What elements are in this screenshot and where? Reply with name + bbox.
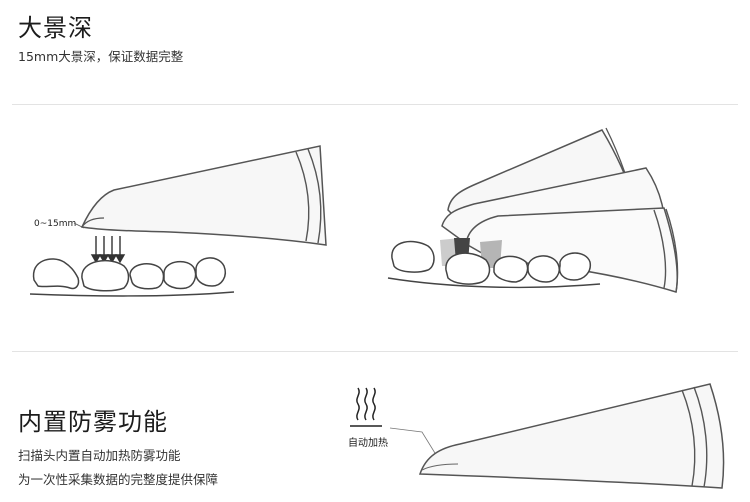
antifog-diagram: 自动加热 (348, 383, 725, 489)
depth-of-field-diagram: 0~15mm (29, 145, 327, 297)
teeth-row (32, 257, 226, 292)
heat-icon (350, 387, 382, 427)
divider-top (12, 104, 738, 105)
section-subtitle-depth: 15mm大景深，保证数据完整 (18, 49, 184, 64)
section-line-2: 为一次性采集数据的完整度提供保障 (18, 472, 219, 487)
angled-scan-diagram (387, 127, 679, 293)
section-title-depth: 大景深 (18, 14, 93, 42)
divider-middle (12, 351, 738, 352)
heat-label: 自动加热 (348, 436, 388, 449)
teeth-row-right (391, 240, 592, 285)
section-title-antifog: 内置防雾功能 (18, 408, 168, 436)
section-line-1: 扫描头内置自动加热防雾功能 (18, 448, 181, 463)
depth-arrows (90, 236, 126, 264)
depth-label: 0~15mm (34, 219, 76, 229)
